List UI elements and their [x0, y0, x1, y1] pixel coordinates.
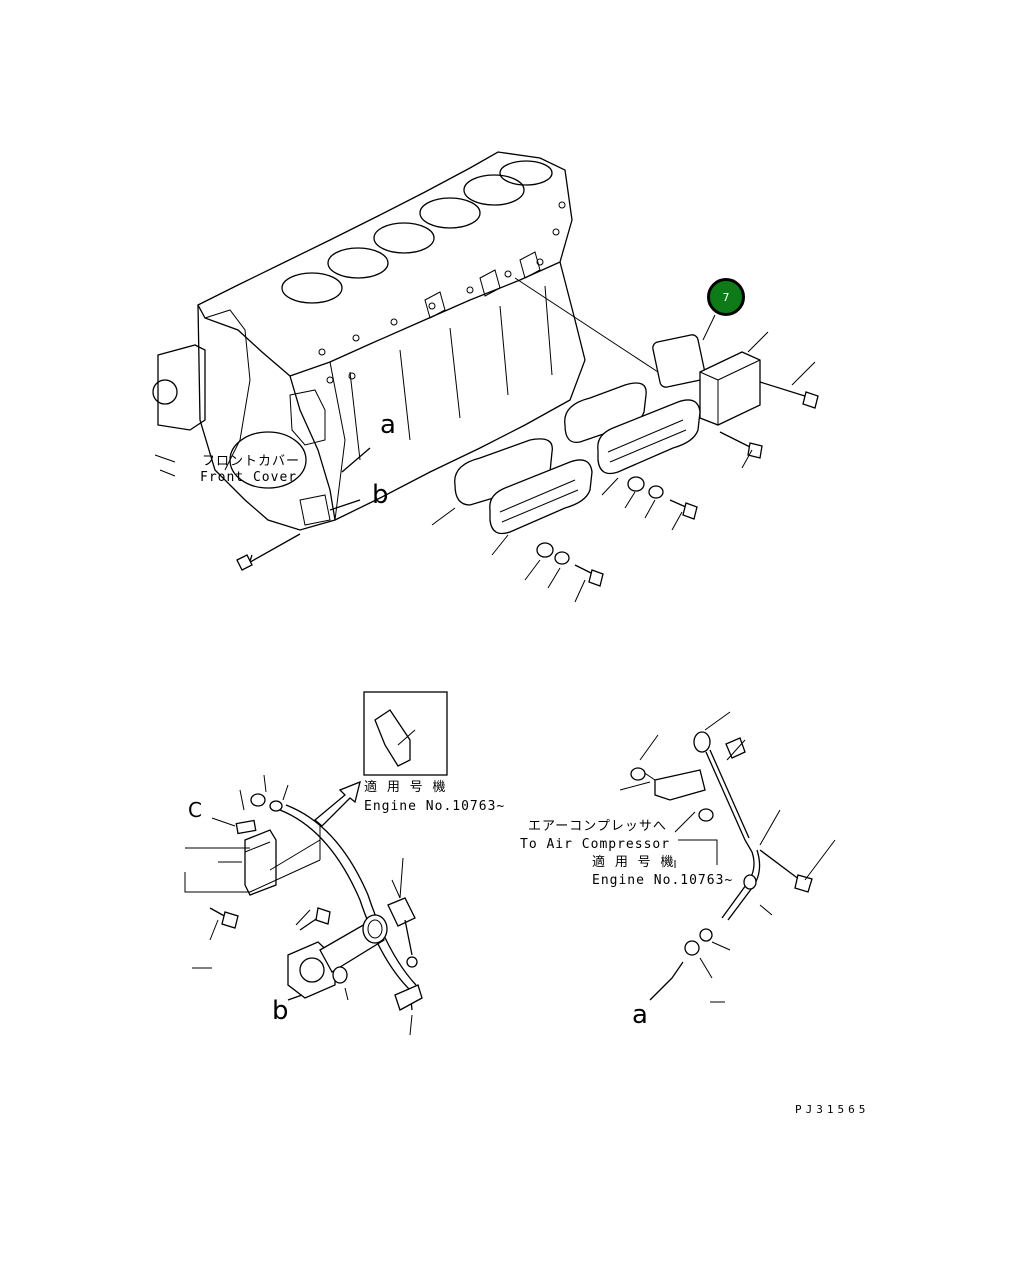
drawing-code: PJ31565 [795, 1103, 870, 1116]
air-compressor-en-label: To Air Compressor [520, 837, 671, 852]
badge-number: 7 [722, 290, 730, 304]
engine-no-label-left: Engine No.10763~ [364, 799, 506, 814]
front-cover-en-label: Front Cover [200, 470, 298, 485]
gaskets-and-covers [431, 277, 819, 603]
marker-b-top: b [372, 480, 389, 510]
engine-no-label-right: Engine No.10763~ [592, 873, 734, 888]
front-cover-jp-label: フロントカバー [202, 454, 301, 469]
lower-left-assembly [184, 691, 448, 1036]
engine-block [152, 151, 586, 571]
applicable-jp-label-left: 適 用 号 機 [364, 780, 447, 795]
marker-a-bottom: a [632, 1000, 648, 1030]
marker-c: C [188, 798, 202, 822]
marker-a-top: a [380, 410, 396, 440]
air-compressor-jp-label: エアーコンプレッサへ [528, 819, 667, 834]
applicable-jp-label-right: 適 用 号 機 [592, 855, 675, 870]
marker-b-bottom: b [272, 996, 289, 1026]
lower-right-assembly [619, 711, 836, 1003]
item-number-badge[interactable]: 7 [707, 278, 745, 316]
